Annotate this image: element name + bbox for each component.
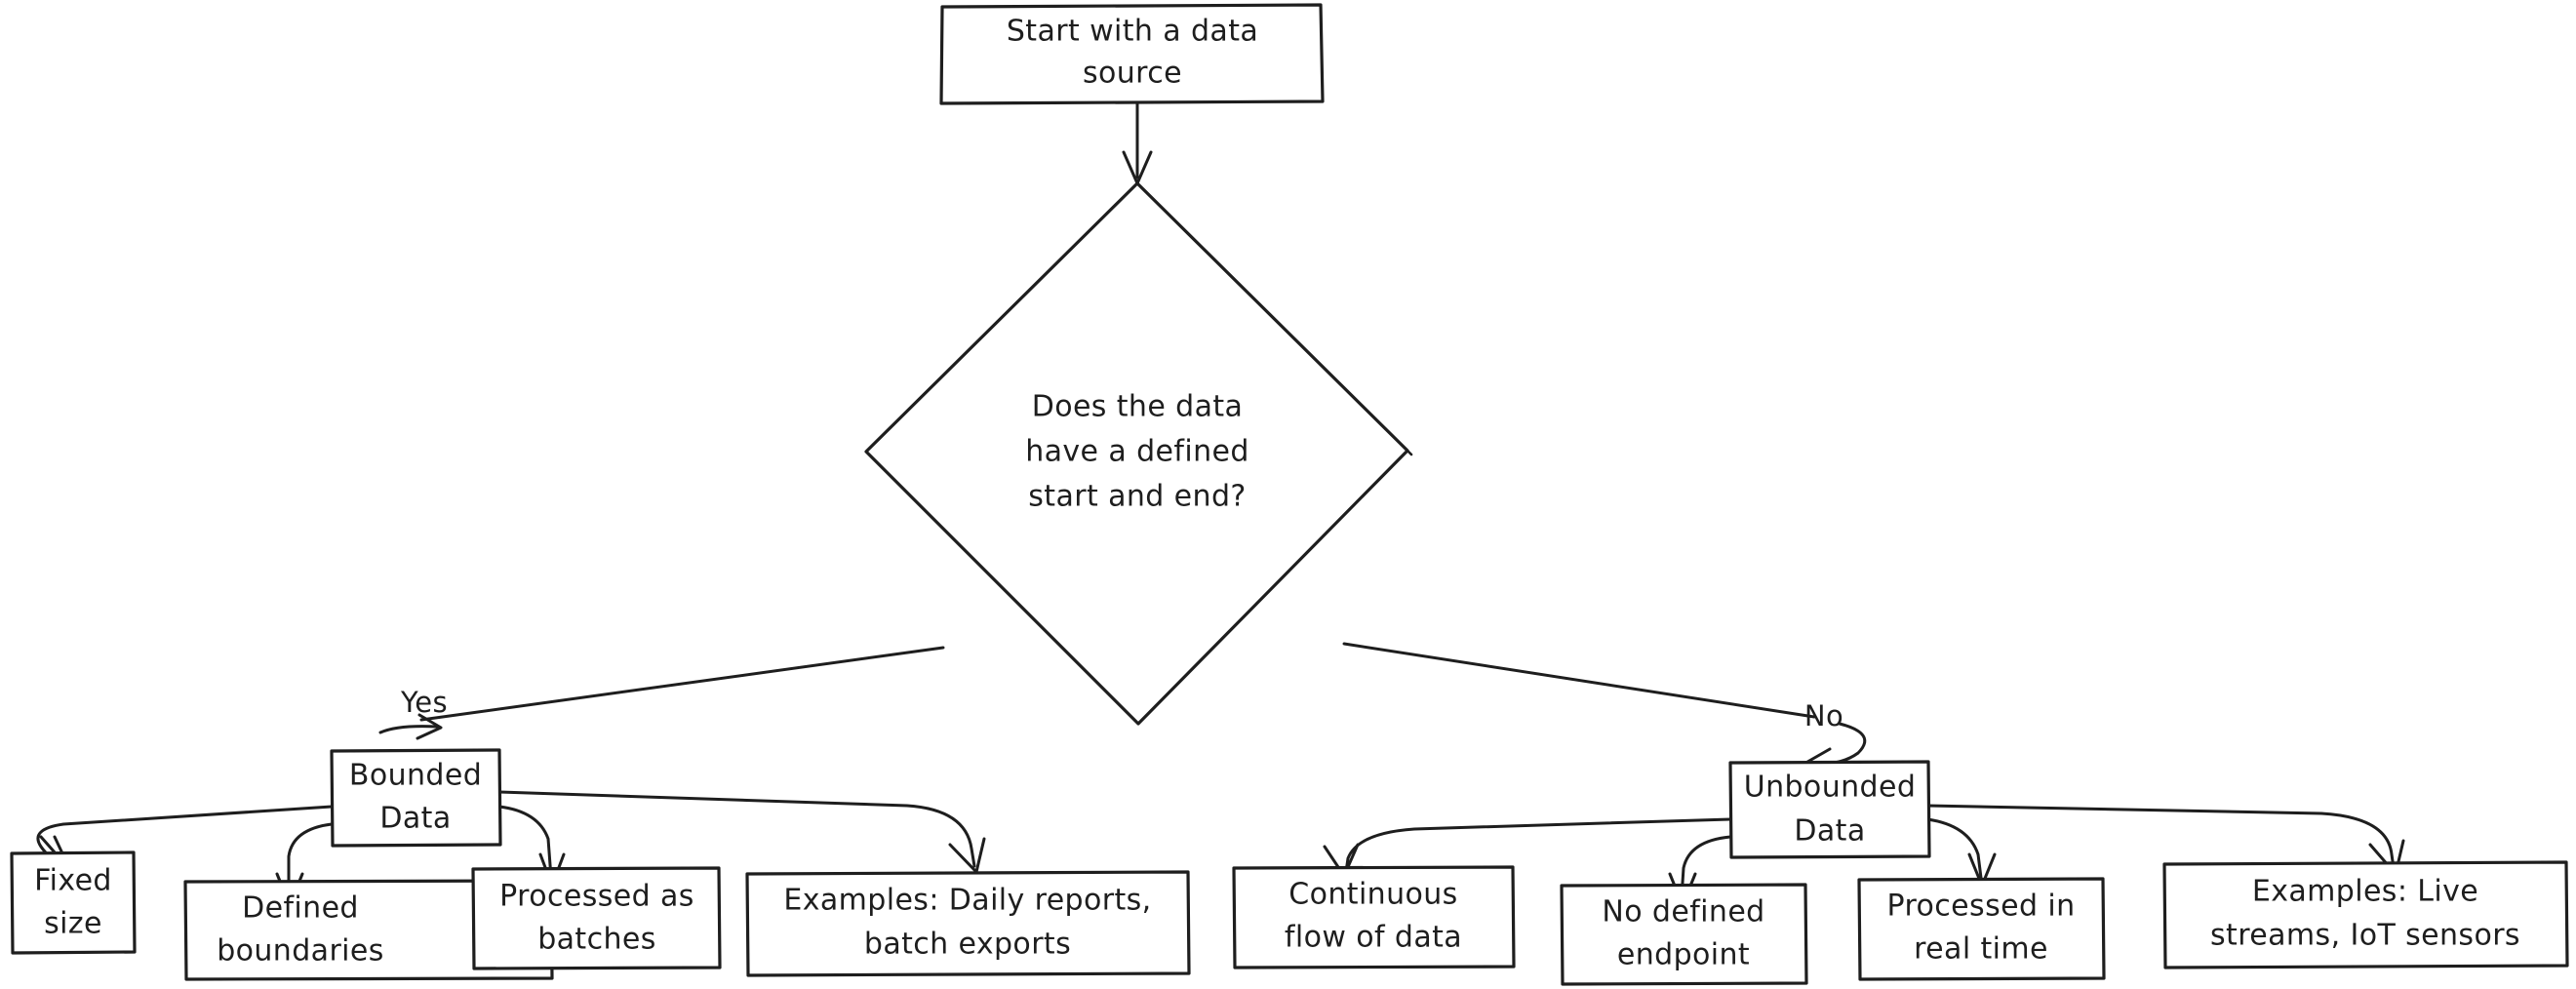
node-no-defined-endpoint-line2: endpoint [1617,938,1750,972]
node-fixed-size-line1: Fixed [34,864,112,898]
node-examples-unbounded-line1: Examples: Live [2252,875,2478,909]
node-decision-line3: start and end? [1028,480,1246,514]
node-decision-line2: have a defined [1025,435,1249,469]
edge-label-yes: Yes [400,686,448,719]
node-examples-bounded-line2: batch exports [864,928,1071,962]
node-bounded-data-line1: Bounded [349,759,482,793]
node-decision-line1: Does the data [1032,390,1244,424]
node-fixed-size-line2: size [44,907,102,941]
node-processed-as-batches[interactable]: Processed as batches [471,866,722,970]
node-no-defined-endpoint-line1: No defined [1602,895,1764,930]
node-processed-as-batches-line2: batches [537,923,656,957]
node-continuous-flow-line1: Continuous [1288,878,1457,912]
node-continuous-flow-line2: flow of data [1285,921,1462,955]
node-examples-unbounded-line2: streams, IoT sensors [2210,919,2520,953]
node-start-line1: Start with a data [1007,15,1258,49]
node-examples-unbounded[interactable]: Examples: Live streams, IoT sensors [2162,860,2569,969]
node-unbounded-data-line1: Unbounded [1744,771,1917,805]
node-bounded-data[interactable]: Bounded Data [330,748,502,848]
node-examples-bounded-line1: Examples: Daily reports, [783,884,1151,918]
edge-label-no: No [1804,699,1843,732]
node-defined-boundaries-line1: Defined [242,891,359,926]
edge-bounded-to-examples-bounded [497,790,986,874]
node-defined-boundaries-line2: boundaries [217,934,384,969]
node-processed-real-time-line2: real time [1914,932,2048,967]
node-bounded-data-line2: Data [379,802,451,836]
node-processed-as-batches-line1: Processed as [499,880,694,914]
node-processed-real-time[interactable]: Processed in real time [1857,877,2106,981]
node-unbounded-data-line2: Data [1794,814,1865,849]
node-decision[interactable]: Does the data have a defined start and e… [864,181,1413,726]
edge-start-to-decision [1122,101,1153,185]
node-defined-boundaries[interactable]: Defined boundaries [183,879,554,981]
node-continuous-flow[interactable]: Continuous flow of data [1232,865,1516,969]
node-fixed-size[interactable]: Fixed size [10,851,137,955]
edge-unbounded-to-real-time [1925,817,1997,888]
node-start[interactable]: Start with a data source [939,3,1325,105]
edge-decision-to-unbounded: No [1342,642,1867,775]
node-start-line2: source [1083,57,1182,91]
edge-decision-to-bounded: Yes [378,646,945,740]
node-no-defined-endpoint[interactable]: No defined endpoint [1560,883,1808,986]
node-processed-real-time-line1: Processed in [1887,890,2076,924]
node-examples-bounded[interactable]: Examples: Daily reports, batch exports [745,870,1191,977]
node-unbounded-data[interactable]: Unbounded Data [1728,760,1931,859]
